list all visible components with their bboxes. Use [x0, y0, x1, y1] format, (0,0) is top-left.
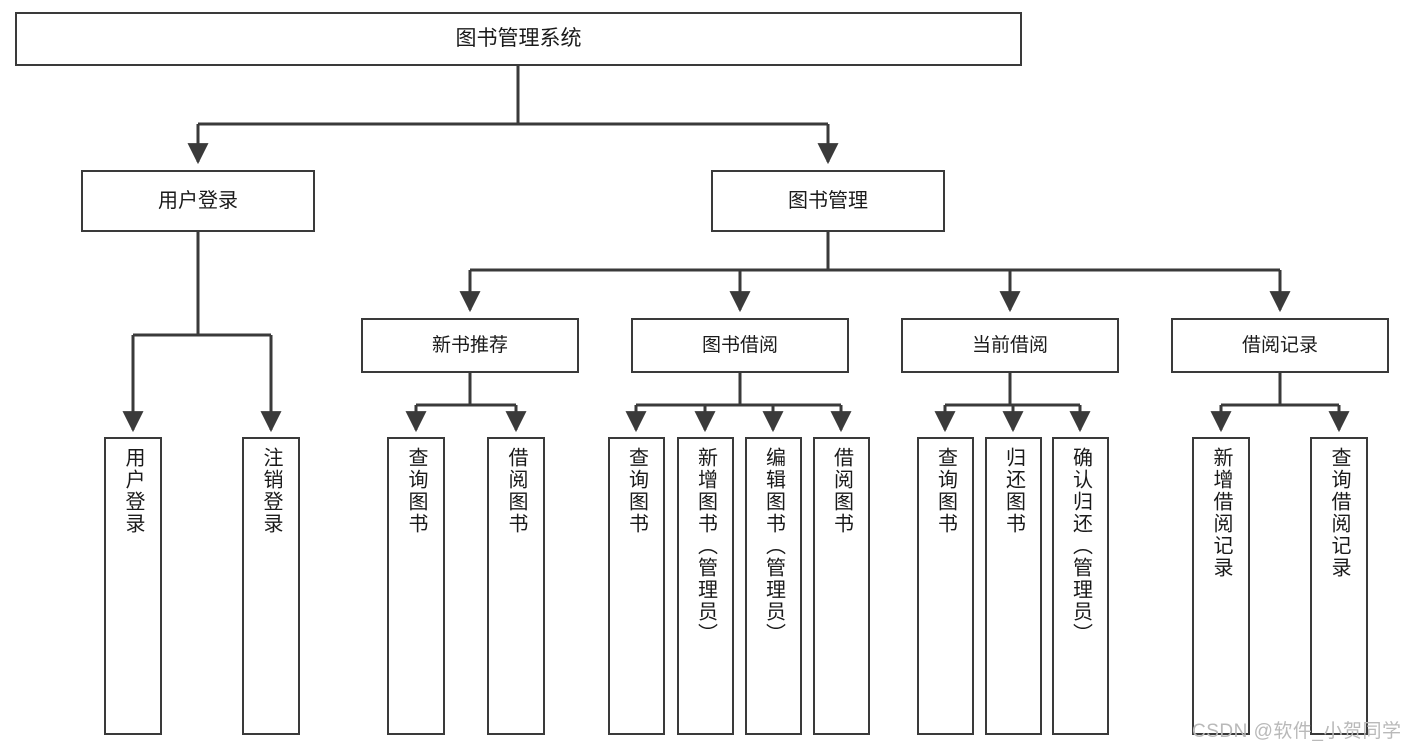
leaf-logout-label: 注销登录: [260, 447, 282, 535]
leaf-logout[interactable]: 注销登录: [242, 437, 300, 735]
leaf-add-book-label: 新增图书（管理员）: [694, 447, 717, 645]
leaf-return-book[interactable]: 归还图书: [985, 437, 1042, 735]
node-user-login[interactable]: 用户登录: [81, 170, 315, 232]
leaf-borrow-book[interactable]: 借阅图书: [813, 437, 870, 735]
leaf-add-book[interactable]: 新增图书（管理员）: [677, 437, 734, 735]
leaf-query-book-borrow-label: 查询图书: [625, 447, 648, 535]
leaf-query-borrow-record-label: 查询借阅记录: [1328, 447, 1350, 579]
node-root-label: 图书管理系统: [455, 27, 582, 51]
leaf-edit-book[interactable]: 编辑图书（管理员）: [745, 437, 802, 735]
leaf-borrow-book-recommend-label: 借阅图书: [505, 447, 527, 535]
leaf-query-book-current-label: 查询图书: [934, 447, 957, 535]
leaf-query-book-recommend-label: 查询图书: [405, 447, 427, 535]
node-book-manage[interactable]: 图书管理: [711, 170, 945, 232]
node-book-manage-label: 图书管理: [788, 189, 868, 212]
leaf-user-login[interactable]: 用户登录: [104, 437, 162, 735]
node-current-borrow[interactable]: 当前借阅: [901, 318, 1119, 373]
leaf-edit-book-label: 编辑图书（管理员）: [762, 447, 785, 645]
leaf-query-book-current[interactable]: 查询图书: [917, 437, 974, 735]
csdn-watermark: CSDN @软件_小贺同学: [1192, 721, 1402, 742]
node-root[interactable]: 图书管理系统: [15, 12, 1022, 66]
leaf-query-borrow-record[interactable]: 查询借阅记录: [1310, 437, 1368, 735]
leaf-borrow-book-label: 借阅图书: [830, 447, 853, 535]
leaf-query-book-recommend[interactable]: 查询图书: [387, 437, 445, 735]
node-new-book-recommend[interactable]: 新书推荐: [361, 318, 579, 373]
node-current-borrow-label: 当前借阅: [971, 334, 1048, 356]
node-book-borrow-label: 图书借阅: [701, 334, 778, 356]
leaf-query-book-borrow[interactable]: 查询图书: [608, 437, 665, 735]
leaf-return-book-label: 归还图书: [1002, 447, 1025, 535]
node-borrow-record-label: 借阅记录: [1241, 334, 1318, 356]
leaf-confirm-return[interactable]: 确认归还（管理员）: [1052, 437, 1109, 735]
node-user-login-label: 用户登录: [158, 189, 238, 212]
node-new-book-recommend-label: 新书推荐: [431, 334, 508, 356]
node-book-borrow[interactable]: 图书借阅: [631, 318, 849, 373]
leaf-confirm-return-label: 确认归还（管理员）: [1069, 447, 1092, 645]
node-borrow-record[interactable]: 借阅记录: [1171, 318, 1389, 373]
leaf-add-borrow-record[interactable]: 新增借阅记录: [1192, 437, 1250, 735]
leaf-borrow-book-recommend[interactable]: 借阅图书: [487, 437, 545, 735]
leaf-add-borrow-record-label: 新增借阅记录: [1210, 447, 1232, 579]
leaf-user-login-label: 用户登录: [122, 447, 144, 535]
